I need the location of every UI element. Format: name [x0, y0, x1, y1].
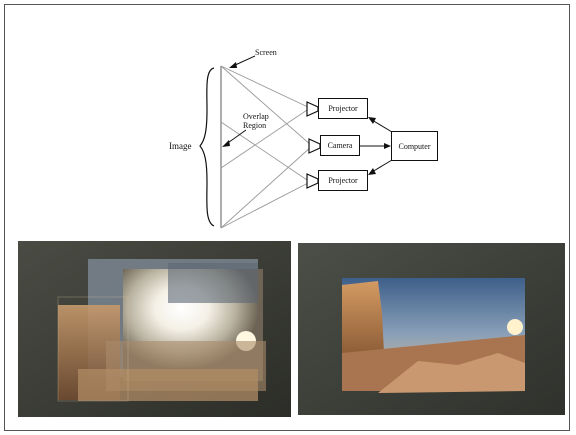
projector-bottom-box: Projector [318, 170, 368, 191]
unaligned-projection-photo [18, 241, 291, 417]
camera-lens-icon [308, 138, 321, 154]
proj-bottom-ray-1 [220, 121, 311, 183]
aligned-projection-image [298, 243, 565, 415]
overlap-label-line1: Overlap [243, 112, 269, 121]
proj-top-ray-1 [220, 65, 311, 109]
aligned-projection-photo [298, 243, 565, 415]
screen-arrowhead [229, 62, 237, 68]
overlap-arrowhead [222, 140, 230, 147]
projector-top-lens-icon [306, 101, 319, 117]
screen-label: Screen [255, 48, 277, 57]
projector-bottom-label: Projector [328, 176, 358, 185]
image-label: Image [169, 141, 192, 151]
computer-to-projector-top [371, 119, 393, 133]
proj-top-ray-2 [220, 107, 311, 169]
overlap-label-line2: Region [243, 121, 267, 130]
camera-ray-1 [220, 65, 313, 147]
computer-label: Computer [398, 141, 431, 151]
screen-arrow [232, 55, 256, 67]
computer-to-projector-bottom-head [368, 168, 376, 175]
camera-box: Camera [320, 135, 360, 156]
camera-ray-2 [220, 145, 313, 229]
camera-to-computer-head [384, 143, 391, 149]
unaligned-projection-image [18, 241, 291, 417]
computer-to-projector-top-head [368, 117, 376, 124]
diagram-lines [199, 55, 393, 229]
projector-top-label: Projector [328, 104, 358, 113]
camera-label: Camera [327, 141, 353, 150]
projector-top-box: Projector [318, 98, 368, 119]
computer-to-projector-bottom [371, 159, 393, 173]
proj-bottom-ray-2 [220, 181, 311, 229]
image-brace [199, 67, 215, 227]
projector-bottom-lens-icon [306, 173, 319, 189]
computer-box: Computer [391, 131, 438, 161]
